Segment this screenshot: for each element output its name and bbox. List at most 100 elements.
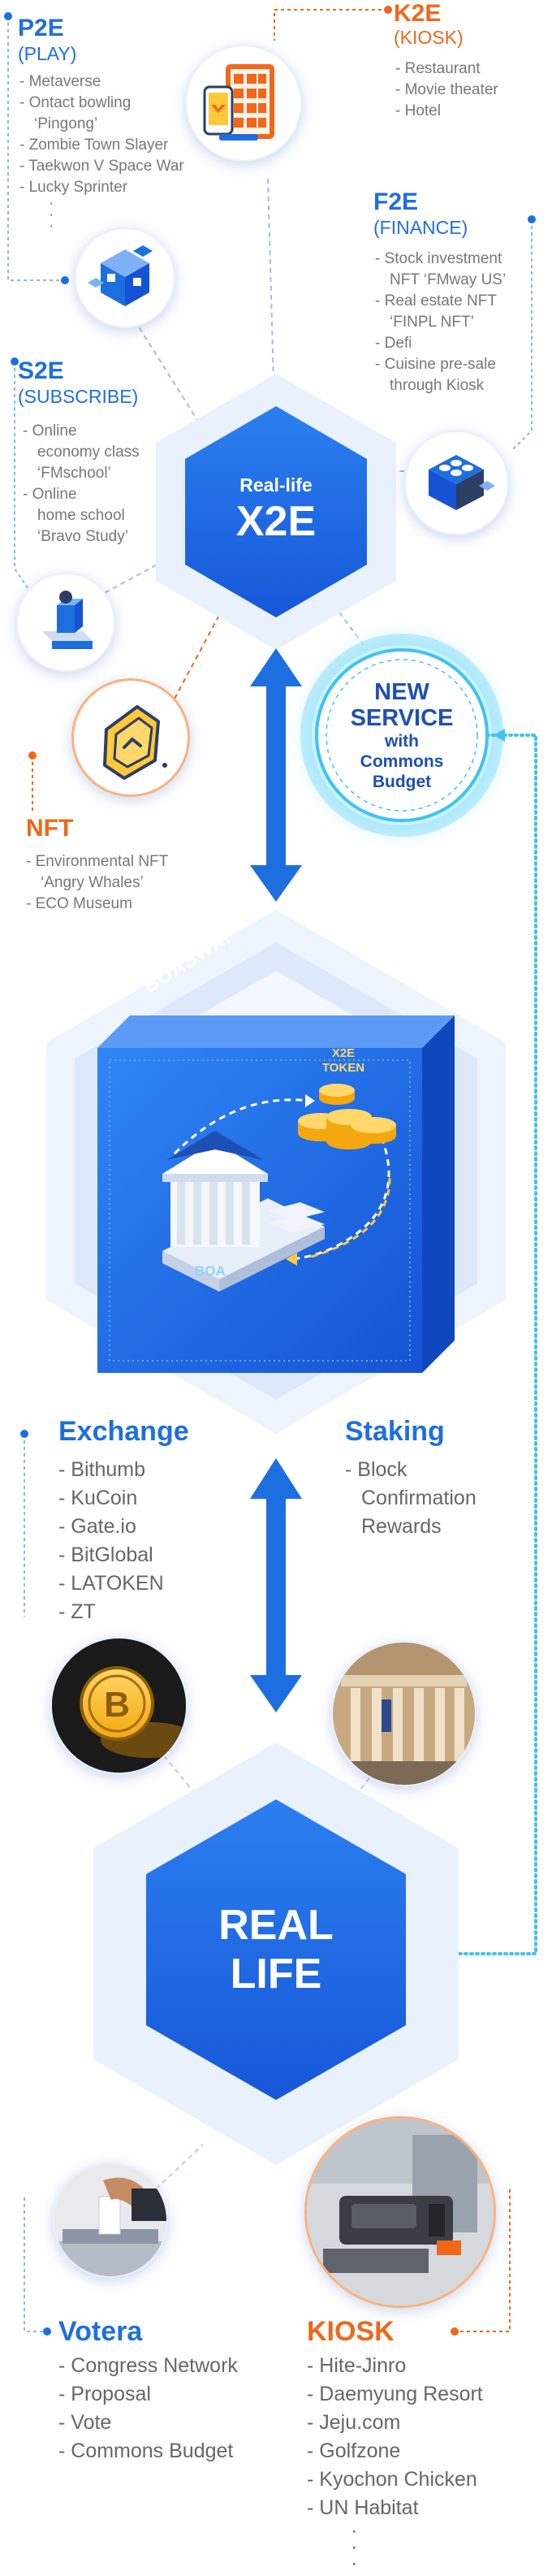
ellipsis-dot: · xyxy=(351,2552,358,2574)
s2e-title: S2E xyxy=(18,357,64,384)
s2e-item: - Online xyxy=(23,422,77,439)
exchange-item: - LATOKEN xyxy=(58,1572,164,1595)
svg-text:B: B xyxy=(104,1685,130,1725)
k2e-bracket-line xyxy=(274,9,388,41)
nft-dot xyxy=(28,751,37,760)
kiosk-item: - Jeju.com xyxy=(307,2411,401,2434)
boa-label: BOA xyxy=(195,1263,226,1279)
p2e-subtitle: (PLAY) xyxy=(18,43,77,64)
kiosk-bracket-line xyxy=(455,2189,511,2332)
s2e-item: economy class xyxy=(37,444,140,461)
staking-item: - Block xyxy=(345,1458,408,1481)
p2e-item: - Taekwon V Space War xyxy=(19,158,184,175)
nft-item: - ECO Museum xyxy=(26,895,132,912)
nft-coin-icon xyxy=(71,678,190,797)
f2e-list: - Stock investment NFT ‘FMway US’ - Real… xyxy=(375,249,506,396)
k2e-item: - Restaurant xyxy=(395,60,481,77)
kiosk-hand-icon xyxy=(185,45,302,162)
f2e-subtitle: (FINANCE) xyxy=(373,217,468,238)
k2e-dot xyxy=(384,6,392,14)
p2e-list: - Metaverse - Ontact bowling ‘Pingong’ -… xyxy=(19,71,184,235)
bitcoin-photo: B xyxy=(50,1637,188,1774)
staking-title: Staking xyxy=(345,1416,445,1447)
votera-list: - Congress Network - Proposal - Vote - C… xyxy=(58,2352,238,2466)
p2e-dot-end xyxy=(61,276,69,284)
f2e-bracket-line xyxy=(511,219,533,452)
nft-title: NFT xyxy=(26,815,74,842)
p2e-bracket-line xyxy=(7,16,65,281)
staking-item: Rewards xyxy=(361,1515,442,1538)
coins-cube-icon xyxy=(404,431,509,535)
real-life-hex xyxy=(146,1799,406,2100)
p2e-item: - Metaverse xyxy=(19,73,101,90)
new-service-line5: Budget xyxy=(372,773,432,791)
kiosk-item: - Daemyung Resort xyxy=(307,2383,483,2405)
puzzle-cube-icon xyxy=(75,227,175,328)
f2e-dot xyxy=(528,215,536,223)
route-arrowhead xyxy=(494,729,505,742)
x2e-hex xyxy=(185,406,367,617)
votera-item: - Commons Budget xyxy=(58,2440,234,2462)
s2e-dot xyxy=(11,357,19,366)
coin-stack-icon xyxy=(298,1084,396,1149)
boaswap-cube xyxy=(97,1015,455,1373)
p2e-item: - Ontact bowling xyxy=(19,94,132,111)
k2e-subtitle: (KIOSK) xyxy=(394,27,464,48)
votera-bracket-line xyxy=(24,2197,47,2332)
f2e-item: ‘FINPL NFT’ xyxy=(390,314,474,331)
kiosk-item: - Kyochon Chicken xyxy=(307,2468,477,2491)
ellipsis-dot: · xyxy=(351,2519,358,2542)
ellipsis-dot: · xyxy=(49,218,54,235)
kiosk-item: - Golfzone xyxy=(307,2440,401,2462)
new-service-label: NEW SERVICE with Commons Budget xyxy=(325,679,479,792)
k2e-title: K2E xyxy=(394,0,442,27)
p2e-dot xyxy=(4,12,12,20)
s2e-item: ‘FMschool’ xyxy=(37,465,111,482)
exchange-item: - Bithumb xyxy=(58,1458,145,1481)
kiosk-item: - UN Habitat xyxy=(307,2496,419,2519)
ellipsis-dot: · xyxy=(49,195,54,212)
kiosk-item: - Hite-Jinro xyxy=(307,2354,407,2377)
stock-exchange-photo xyxy=(331,1641,477,1786)
nft-item: ‘Angry Whales’ xyxy=(41,874,144,891)
bank-icon xyxy=(162,1131,325,1292)
x2e-token-label: X2E TOKEN xyxy=(315,1046,372,1076)
kiosk-list: - Hite-Jinro - Daemyung Resort - Jeju.co… xyxy=(307,2352,483,2574)
staking-list: - Block Confirmation Rewards xyxy=(345,1456,477,1541)
kiosk-title: KIOSK xyxy=(307,2316,395,2347)
exchange-item: - Gate.io xyxy=(58,1515,136,1538)
exchange-item: - KuCoin xyxy=(58,1487,138,1509)
x2e-line1: Real-life xyxy=(239,474,313,496)
card-terminal-photo xyxy=(304,2116,496,2308)
ballot-box-photo xyxy=(53,2163,168,2278)
new-service-line3: with xyxy=(385,732,419,751)
f2e-item: - Stock investment xyxy=(375,250,502,267)
nft-list: - Environmental NFT ‘Angry Whales’ - ECO… xyxy=(26,851,168,915)
x2e-token-line2: TOKEN xyxy=(321,1061,365,1075)
new-service-route xyxy=(420,734,537,1955)
real-life-line2: LIFE xyxy=(230,1950,322,1998)
x2e-line2: X2E xyxy=(235,498,317,545)
hand-cube-icon xyxy=(16,573,115,672)
new-service-line4: Commons xyxy=(360,752,444,771)
double-arrow-top xyxy=(250,648,302,902)
s2e-item: ‘Bravo Study’ xyxy=(37,528,128,545)
exchange-list: - Bithumb - KuCoin - Gate.io - BitGlobal… xyxy=(58,1456,164,1626)
exchange-item: - BitGlobal xyxy=(58,1543,153,1566)
new-service-line1: NEW xyxy=(374,679,429,705)
exchange-item: - ZT xyxy=(58,1600,96,1623)
k2e-list: - Restaurant - Movie theater - Hotel xyxy=(395,58,498,122)
votera-item: - Vote xyxy=(58,2411,112,2434)
f2e-item: NFT ‘FMway US’ xyxy=(390,271,507,288)
s2e-bracket-line xyxy=(14,362,29,590)
exchange-title: Exchange xyxy=(58,1416,189,1447)
s2e-subtitle: (SUBSCRIBE) xyxy=(18,386,139,407)
f2e-item: through Kiosk xyxy=(390,377,485,394)
votera-item: - Proposal xyxy=(58,2383,151,2405)
x2e-token-line1: X2E xyxy=(331,1046,356,1060)
f2e-title: F2E xyxy=(373,188,419,215)
nft-item: - Environmental NFT xyxy=(26,853,169,870)
p2e-item: - Lucky Sprinter xyxy=(19,179,128,196)
k2e-item: - Hotel xyxy=(395,102,441,119)
